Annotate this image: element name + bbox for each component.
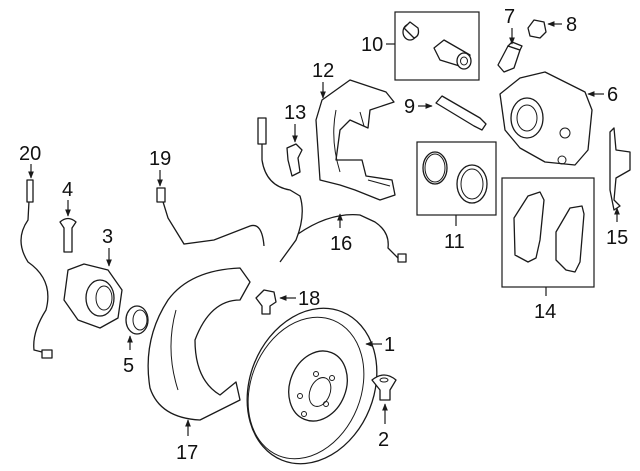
callout-7[interactable]: 7 bbox=[504, 6, 515, 28]
callout-11[interactable]: 11 bbox=[444, 231, 465, 253]
callout-6[interactable]: 6 bbox=[607, 84, 618, 106]
part-caliper[interactable] bbox=[499, 71, 593, 166]
part-hub-bearing[interactable] bbox=[63, 263, 123, 329]
callout-18[interactable]: 18 bbox=[298, 288, 320, 310]
part-bleeder-screw[interactable] bbox=[497, 41, 523, 73]
callout-9[interactable]: 9 bbox=[404, 96, 415, 118]
callout-19[interactable]: 19 bbox=[149, 148, 171, 170]
part-guide-pin[interactable] bbox=[435, 95, 487, 131]
callout-12[interactable]: 12 bbox=[312, 60, 334, 82]
callout-10[interactable]: 10 bbox=[361, 34, 383, 56]
part-shield-bolt[interactable] bbox=[255, 289, 277, 315]
callout-8[interactable]: 8 bbox=[566, 14, 577, 36]
part-bleeder-cap[interactable] bbox=[527, 19, 547, 39]
callout-14[interactable]: 14 bbox=[534, 301, 556, 323]
part-brake-hose[interactable] bbox=[156, 187, 265, 247]
part-piston-seal-kit[interactable] bbox=[416, 141, 497, 216]
part-pad-wear-sensor[interactable] bbox=[257, 117, 407, 263]
callout-5[interactable]: 5 bbox=[123, 355, 134, 377]
callout-1[interactable]: 1 bbox=[384, 334, 395, 356]
part-seal-ring[interactable] bbox=[125, 305, 149, 335]
part-guide-bushing-kit[interactable] bbox=[394, 11, 480, 81]
callout-4[interactable]: 4 bbox=[62, 179, 73, 201]
part-splash-shield[interactable] bbox=[147, 267, 251, 421]
callout-20[interactable]: 20 bbox=[19, 143, 41, 165]
part-caliper-support[interactable] bbox=[315, 79, 396, 201]
part-rotor[interactable] bbox=[225, 289, 400, 471]
callout-16[interactable]: 16 bbox=[330, 233, 352, 255]
callout-2[interactable]: 2 bbox=[378, 429, 389, 451]
part-abs-sensor[interactable] bbox=[20, 179, 53, 359]
callout-15[interactable]: 15 bbox=[606, 227, 628, 249]
part-anti-rattle-clip[interactable] bbox=[609, 127, 631, 211]
callout-13[interactable]: 13 bbox=[284, 102, 306, 124]
callout-3[interactable]: 3 bbox=[102, 226, 113, 248]
part-hub-bolt[interactable] bbox=[59, 217, 77, 253]
part-brake-pads[interactable] bbox=[501, 177, 595, 288]
callout-17[interactable]: 17 bbox=[176, 442, 198, 464]
part-rotor-screw[interactable] bbox=[371, 374, 397, 401]
part-support-bolt[interactable] bbox=[286, 143, 303, 177]
